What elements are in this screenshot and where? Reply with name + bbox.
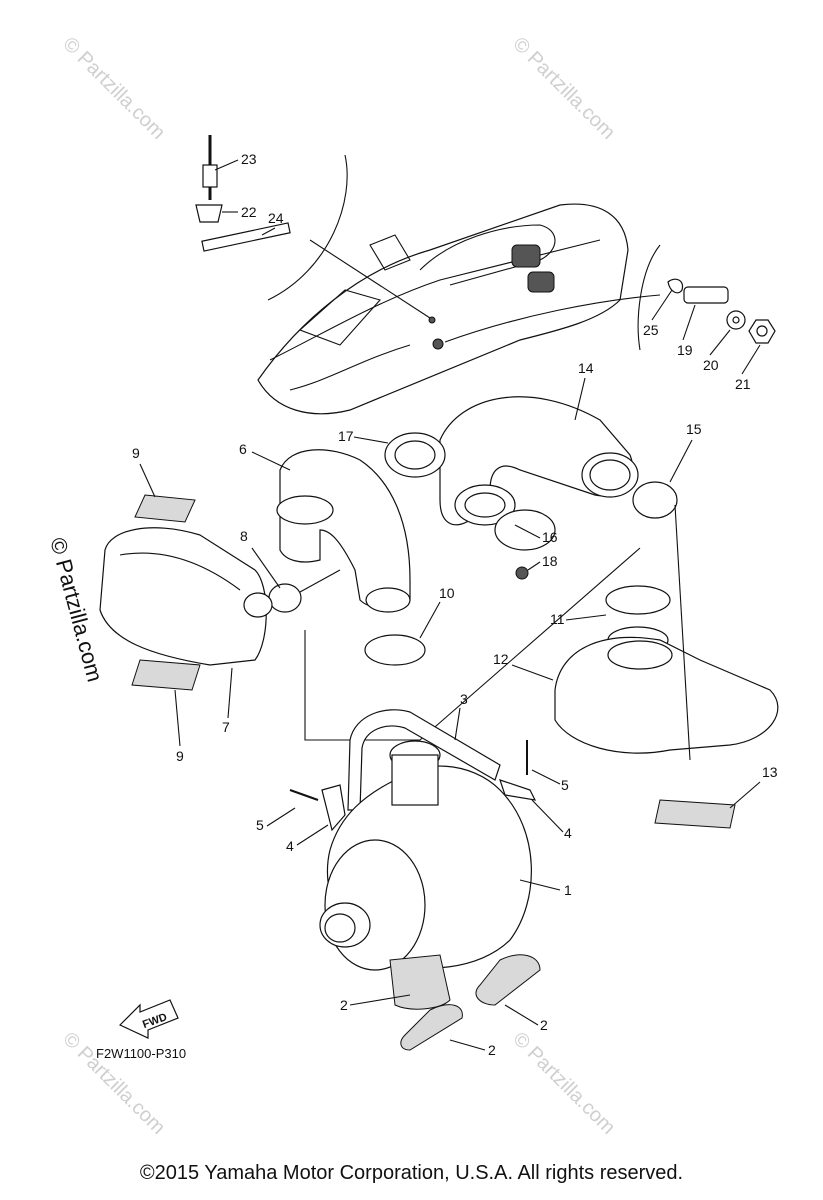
callout-19: 19	[677, 342, 693, 358]
pad-2-bottom	[400, 1004, 463, 1051]
rivet-and-clip-assembly	[195, 135, 291, 252]
callout-10: 10	[439, 585, 455, 601]
clamp-11-upper	[605, 585, 671, 615]
callout-16: 16	[542, 529, 558, 545]
bracket-4-right	[499, 779, 537, 801]
callout-17: 17	[338, 428, 354, 444]
bracket-4-left	[321, 784, 346, 832]
callout-1: 1	[564, 882, 572, 898]
pad-2-right	[475, 954, 541, 1006]
callout-5a: 5	[256, 817, 264, 833]
leader-to-hull-1	[309, 239, 431, 319]
callout-11: 11	[550, 611, 565, 627]
drain-fitting-assembly	[667, 278, 776, 344]
callout-9a: 9	[132, 445, 140, 461]
pad-9-top	[134, 494, 196, 523]
rivet-5-left	[289, 789, 319, 801]
plate-16	[454, 484, 556, 551]
callout-22: 22	[241, 204, 257, 220]
callout-4a: 4	[286, 838, 294, 854]
pad-9-bottom	[131, 659, 201, 691]
leader-right-bracket	[637, 244, 661, 351]
muffler-1	[319, 740, 532, 971]
duct-6	[276, 449, 411, 613]
watermark-bottom-left: © Partzilla.com	[58, 1028, 169, 1139]
watermark-bottom-right: © Partzilla.com	[508, 1028, 619, 1139]
callout-25: 25	[643, 322, 659, 338]
callout-6: 6	[239, 441, 247, 457]
callout-20: 20	[703, 357, 719, 373]
callout-8: 8	[240, 528, 248, 544]
callout-2c: 2	[488, 1042, 496, 1058]
callout-4b: 4	[564, 825, 572, 841]
callout-21: 21	[735, 376, 751, 392]
clamp-15	[632, 481, 678, 519]
watercraft-hull	[257, 203, 629, 415]
clamp-8	[268, 583, 302, 613]
callout-23: 23	[241, 151, 257, 167]
watermark-top-left: © Partzilla.com	[58, 33, 169, 144]
callout-2a: 2	[340, 997, 348, 1013]
copyright-notice: ©2015 Yamaha Motor Corporation, U.S.A. A…	[139, 1162, 684, 1184]
pad-2-left	[389, 954, 451, 1010]
callout-labels: 1 2 2 2 3 4 4 5 5 6 7 8 9 9 10 11 12 13 …	[132, 151, 778, 1058]
callout-7: 7	[222, 719, 230, 735]
nut-18	[515, 566, 529, 580]
callout-15: 15	[686, 421, 702, 437]
watermark-top-right: © Partzilla.com	[508, 33, 619, 144]
callout-13: 13	[762, 764, 778, 780]
forward-arrow-icon: FWD	[118, 999, 179, 1039]
callout-3: 3	[460, 691, 468, 707]
watermark-side-vertical: © Partzilla.com	[45, 535, 108, 685]
pad-13	[654, 799, 736, 829]
callout-5b: 5	[561, 777, 569, 793]
strap-3	[347, 709, 501, 811]
clamp-10	[364, 634, 426, 666]
callout-14: 14	[578, 360, 594, 376]
leader-left-bracket	[267, 154, 348, 301]
diagram-code: F2W1100-P310	[96, 1046, 187, 1061]
chamber-12	[554, 636, 779, 754]
callout-leaders	[139, 159, 761, 1051]
callout-18: 18	[542, 553, 558, 569]
leader-to-hull-2	[444, 294, 661, 343]
callout-2b: 2	[540, 1017, 548, 1033]
air-box-7	[99, 527, 273, 666]
callout-12: 12	[493, 651, 509, 667]
callout-24: 24	[268, 210, 284, 226]
callout-9b: 9	[176, 748, 184, 764]
